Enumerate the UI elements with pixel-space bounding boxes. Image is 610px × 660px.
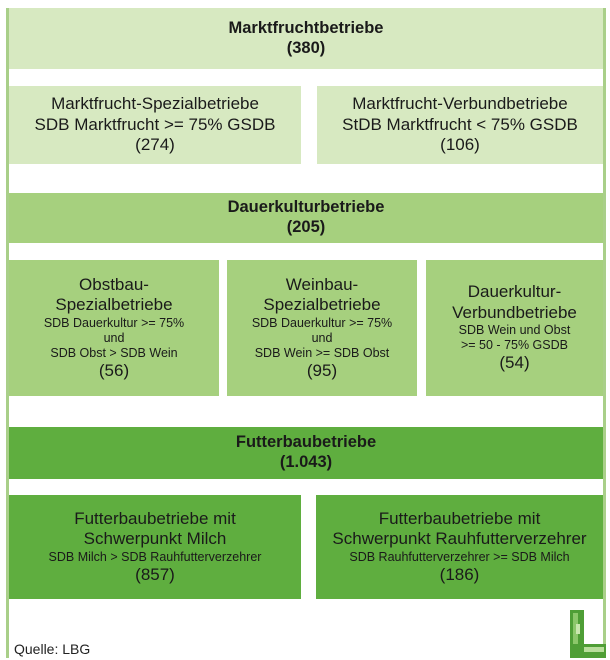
connector-line — [470, 71, 472, 86]
marktfrucht-spezial-box: Marktfrucht-Spezialbetriebe SDB Marktfru… — [9, 86, 301, 164]
futterbau-milch-box: Futterbaubetriebe mit Schwerpunkt Milch … — [9, 495, 301, 599]
connector-line — [515, 245, 517, 260]
dauerkultur-count: (205) — [286, 218, 326, 236]
box-title-line: Weinbau- — [285, 274, 359, 294]
box-detail-line: SDB Obst > SDB Wein — [50, 345, 178, 360]
connector-line — [9, 479, 603, 481]
marktfrucht-title: Marktfruchtbetriebe — [228, 18, 384, 37]
box-line: Marktfrucht-Spezialbetriebe — [51, 94, 259, 114]
connector-line — [458, 481, 460, 495]
box-title-line: Verbundbetriebe — [452, 302, 577, 322]
box-detail-line: SDB Milch > SDB Rauhfutterverzehrer — [48, 549, 262, 564]
box-title-line: Schwerpunkt Rauhfutterverzehrer — [332, 529, 587, 549]
box-title-line: Futterbaubetriebe mit — [378, 508, 541, 528]
marktfrucht-header: Marktfruchtbetriebe (380) — [9, 8, 603, 69]
box-detail-line: SDB Rauhfutterverzehrer >= SDB Milch — [349, 549, 570, 564]
box-title-line: Spezialbetriebe — [263, 295, 381, 315]
box-count: (56) — [98, 360, 130, 380]
box-detail-line: und — [103, 330, 125, 345]
box-title-line: Obstbau- — [79, 274, 149, 294]
box-count: (186) — [439, 564, 480, 584]
lbg-logo-icon — [570, 610, 606, 658]
connector-line — [151, 481, 153, 495]
box-count: (857) — [135, 564, 175, 584]
connector-line — [322, 245, 324, 260]
box-detail-line: SDB Dauerkultur >= 75% — [43, 315, 185, 330]
box-title-line: Spezialbetriebe — [55, 295, 173, 315]
futterbau-rauhfutter-box: Futterbaubetriebe mit Schwerpunkt Rauhfu… — [316, 495, 603, 599]
box-detail-line: SDB Wein und Obst — [458, 323, 571, 338]
weinbau-box: Weinbau- Spezialbetriebe SDB Dauerkultur… — [227, 260, 417, 396]
box-line: StDB Marktfrucht < 75% GSDB — [342, 114, 578, 134]
marktfrucht-verbund-box: Marktfrucht-Verbundbetriebe StDB Marktfr… — [317, 86, 603, 164]
box-title-line: Dauerkultur- — [467, 282, 562, 302]
connector-line — [151, 71, 153, 86]
connector-line — [9, 243, 603, 245]
futterbau-count: (1.043) — [279, 453, 333, 471]
box-detail-line: >= 50 - 75% GSDB — [460, 338, 568, 353]
box-title-line: Schwerpunkt Milch — [83, 529, 227, 549]
box-detail-line: SDB Dauerkultur >= 75% — [251, 315, 393, 330]
box-line: SDB Marktfrucht >= 75% GSDB — [34, 114, 276, 134]
marktfrucht-count: (380) — [286, 38, 326, 57]
box-count: (274) — [135, 135, 175, 155]
box-title-line: Futterbaubetriebe mit — [74, 508, 236, 528]
dauerkultur-header: Dauerkulturbetriebe (205) — [9, 193, 603, 243]
box-count: (106) — [440, 135, 480, 155]
box-line: Marktfrucht-Verbundbetriebe — [352, 94, 568, 114]
connector-line — [9, 69, 603, 71]
source-note: Quelle: LBG — [14, 641, 91, 657]
diagram-frame — [6, 8, 606, 658]
box-detail-line: und — [311, 330, 333, 345]
futterbau-header: Futterbaubetriebe (1.043) — [9, 427, 603, 479]
box-count: (54) — [499, 353, 530, 373]
dauerkultur-title: Dauerkulturbetriebe — [227, 198, 385, 217]
dauerkultur-verbund-box: Dauerkultur- Verbundbetriebe SDB Wein un… — [426, 260, 603, 396]
box-count: (95) — [306, 360, 338, 380]
futterbau-title: Futterbaubetriebe — [235, 433, 377, 452]
connector-line — [110, 245, 112, 260]
box-detail-line: SDB Wein >= SDB Obst — [254, 345, 390, 360]
obstbau-box: Obstbau- Spezialbetriebe SDB Dauerkultur… — [9, 260, 219, 396]
